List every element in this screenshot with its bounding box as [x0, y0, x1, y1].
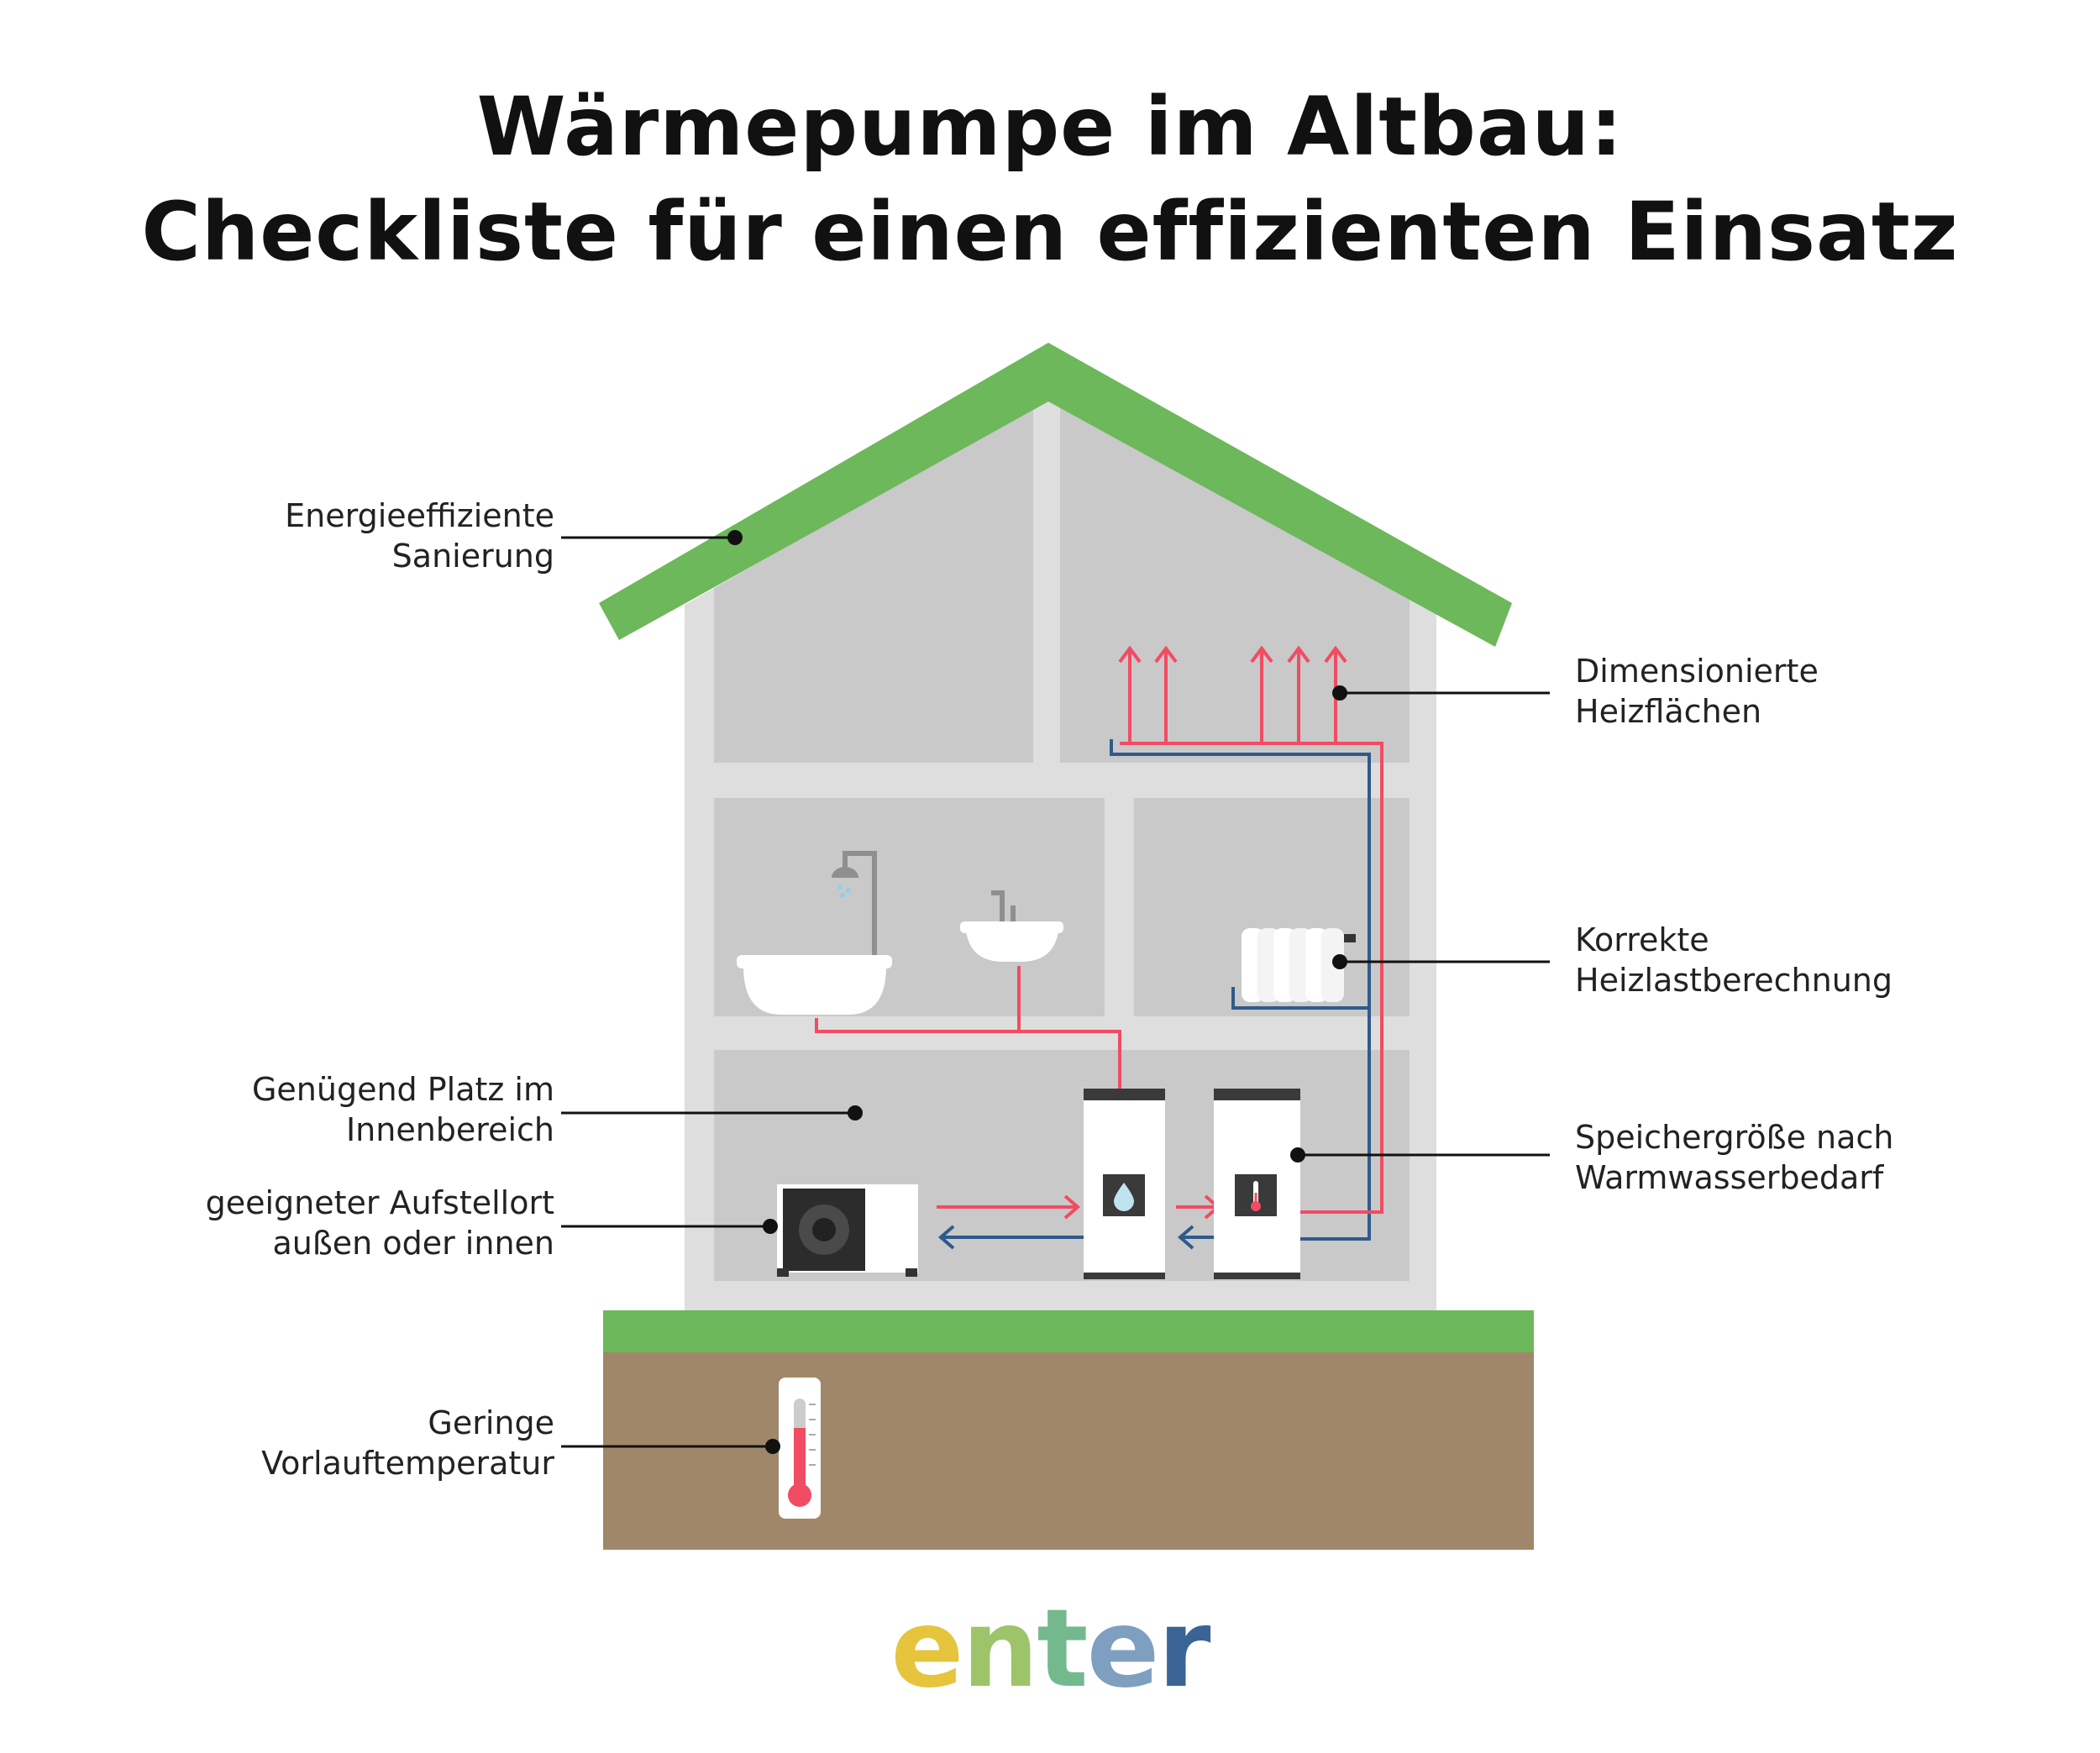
callout-lines — [561, 536, 1550, 1448]
thermometer-icon — [779, 1378, 821, 1519]
label-indoor-space: Genügend Platz im Innenbereich — [252, 1069, 554, 1150]
label-line: Genügend Platz im — [251, 1071, 554, 1108]
logo-letter: t — [1037, 1587, 1088, 1712]
label-heating-surfaces: Dimensionierte Heizflächen — [1575, 651, 1819, 732]
label-heat-load: Korrekte Heizlastberechnung — [1575, 920, 1893, 1000]
cold-pipes — [941, 739, 1371, 1241]
label-line: Innenbereich — [345, 1111, 554, 1148]
grass — [603, 1310, 1534, 1352]
soil — [603, 1352, 1534, 1550]
label-line: geeigneter Aufstellort — [205, 1184, 554, 1221]
logo-letter: n — [962, 1587, 1038, 1712]
title-line-1: Wärmepumpe im Altbau: — [476, 80, 1624, 174]
hot-pipes — [815, 649, 1383, 1214]
label-line: Geringe — [428, 1404, 554, 1441]
return-arrow-icon — [937, 1225, 955, 1250]
buffer-tank-icon — [1214, 1089, 1300, 1279]
logo-letter: e — [1086, 1587, 1160, 1712]
label-line: außen oder innen — [272, 1225, 555, 1262]
water-tank-icon — [1084, 1089, 1165, 1279]
radiator-icon — [1242, 928, 1356, 1002]
title-line-2: Checkliste für einen effizienten Einsatz — [141, 185, 1959, 279]
return-arrow-icon-2 — [1177, 1225, 1194, 1250]
shower-icon — [832, 851, 877, 956]
label-line: Speichergröße nach — [1575, 1119, 1894, 1156]
logo-letter: e — [890, 1587, 963, 1712]
label-line: Warmwasserbedarf — [1575, 1159, 1884, 1196]
label-line: Heizlastberechnung — [1575, 962, 1893, 999]
roof — [599, 343, 1512, 647]
logo-letter: r — [1158, 1587, 1210, 1712]
label-line: Vorlauftemperatur — [261, 1445, 554, 1482]
label-storage-size: Speichergröße nach Warmwasserbedarf — [1575, 1117, 1893, 1198]
label-flow-temperature: Geringe Vorlauftemperatur — [261, 1403, 554, 1483]
heat-arrow-icons — [1063, 645, 1347, 1220]
sink-icon — [960, 890, 1063, 962]
enter-logo: enter — [0, 1596, 2100, 1703]
bathtub-icon — [737, 955, 892, 1015]
label-installation-site: geeigneter Aufstellort außen oder innen — [206, 1183, 554, 1263]
label-line: Korrekte — [1575, 921, 1709, 958]
attic-room-left — [714, 407, 1033, 763]
label-line: Dimensionierte — [1575, 653, 1819, 690]
label-line: Heizflächen — [1575, 693, 1762, 730]
callout-dots — [727, 530, 1347, 1454]
heat-pump-icon — [777, 1184, 918, 1277]
attic-room-right — [1060, 407, 1410, 763]
label-line: Sanierung — [391, 538, 554, 575]
label-line: Energieeffiziente — [285, 497, 554, 534]
label-energy-renovation: Energieeffiziente Sanierung — [285, 496, 554, 576]
